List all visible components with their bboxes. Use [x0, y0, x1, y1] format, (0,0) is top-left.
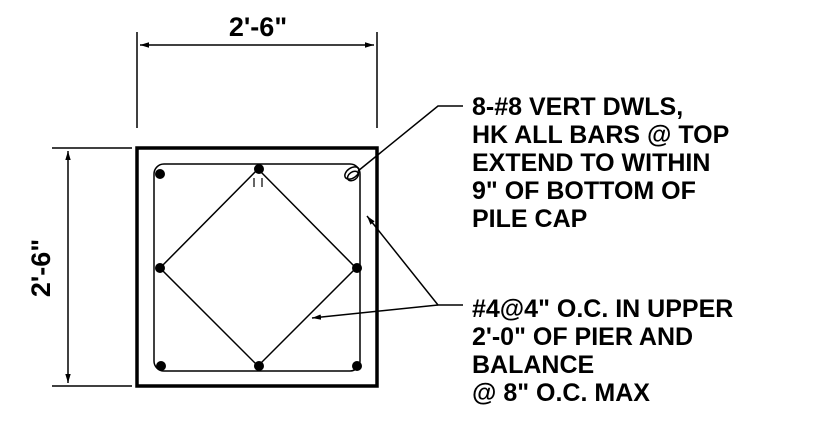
left-height-label: 2'-6" — [26, 239, 56, 297]
pier-outline — [135, 146, 379, 388]
dowel-note-line: PILE CAP — [472, 205, 587, 233]
tie-note: #4@4" O.C. IN UPPER 2'-0" OF PIER AND BA… — [472, 295, 740, 407]
dowel-bar — [156, 361, 166, 371]
tie-note-line: 2'-0" OF PIER AND — [472, 323, 693, 351]
dowel-bar — [155, 169, 165, 179]
dowel-bar — [352, 361, 362, 371]
top-width-dimension: 2'-6" — [136, 12, 378, 128]
dowel-note-line: 8-#8 VERT DWLS, — [472, 93, 683, 121]
dowel-note-leader — [357, 105, 463, 172]
tie-note-line: BALANCE — [472, 351, 594, 379]
leaders — [311, 105, 463, 320]
perimeter-tie — [153, 163, 361, 372]
pier-section — [135, 146, 379, 388]
dowel-bar — [155, 263, 165, 273]
dowel-note: 8-#8 VERT DWLS, HK ALL BARS @ TOP EXTEND… — [472, 93, 736, 233]
dowel-bar — [352, 263, 362, 273]
vertical-dowels — [155, 164, 362, 371]
diamond-tie — [158, 167, 358, 368]
dowel-note-line: EXTEND TO WITHIN — [472, 149, 710, 177]
top-width-label: 2'-6" — [229, 12, 287, 42]
tie-note-leader-1 — [366, 215, 463, 306]
dowel-bar — [254, 361, 264, 371]
left-height-dimension: 2'-6" — [26, 147, 132, 387]
dowel-bar — [254, 164, 264, 174]
tie-note-line: @ 8" O.C. MAX — [472, 379, 650, 407]
dowel-note-line: HK ALL BARS @ TOP — [472, 121, 729, 149]
diamond-tie-hook — [253, 178, 263, 187]
dowel-note-line: 9" OF BOTTOM OF — [472, 177, 696, 205]
tie-note-leader-2 — [311, 304, 439, 320]
dowel-hook-symbol — [344, 166, 360, 182]
tie-note-line: #4@4" O.C. IN UPPER — [472, 295, 733, 323]
